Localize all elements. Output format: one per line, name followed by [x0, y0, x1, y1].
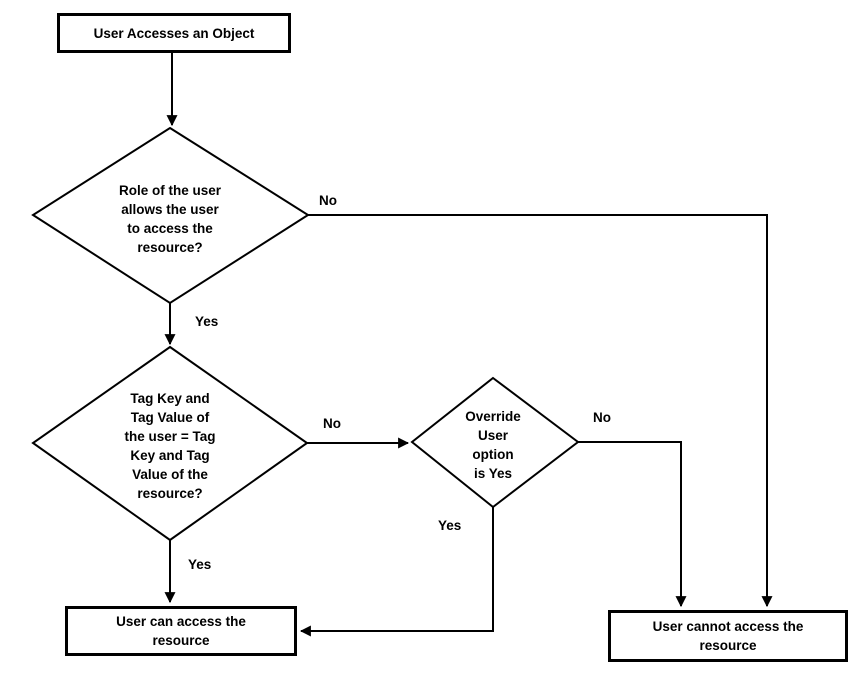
edge-label-role-no: No	[319, 193, 337, 208]
decision-override-text: Override User option is Yes	[465, 409, 521, 481]
end-deny-node: User cannot access the resource	[608, 610, 848, 662]
edge-label-override-yes: Yes	[438, 518, 462, 533]
end-allow-node: User can access the resource	[65, 606, 297, 656]
edge-label-override-no: No	[593, 410, 611, 425]
start-node: User Accesses an Object	[57, 13, 291, 53]
edge-override-yes-to-allow	[299, 507, 494, 637]
edge-label-tag-no: No	[323, 416, 341, 431]
edge-role-no-to-deny	[308, 214, 773, 608]
edge-label-role-yes: Yes	[195, 314, 219, 329]
edge-label-tag-yes: Yes	[188, 557, 212, 572]
start-node-label: User Accesses an Object	[93, 25, 255, 41]
decision-role-text: Role of the user allows the user to acce…	[118, 183, 221, 255]
decision-tag-text: Tag Key and Tag Value of the user = Tag …	[124, 391, 216, 501]
edge-override-no-to-deny	[578, 441, 687, 608]
